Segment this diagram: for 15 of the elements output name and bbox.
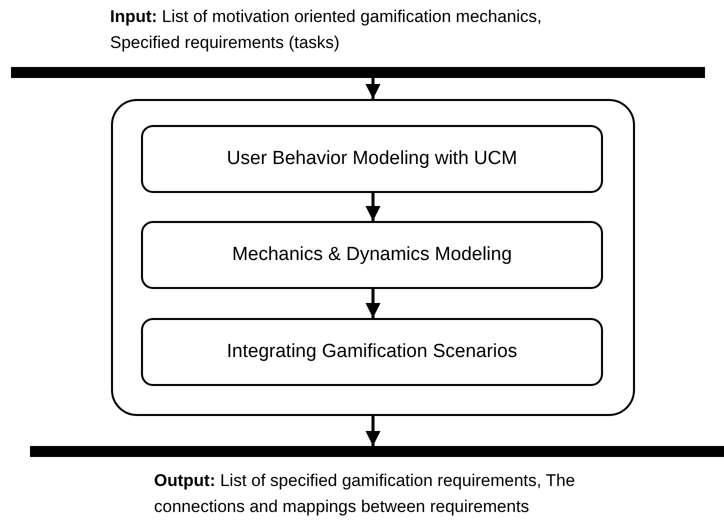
container-box [111,99,635,416]
flow-bar [30,446,724,457]
arrow [366,193,380,221]
process-box [141,221,603,289]
flow-note: Output: List of specified gamification requirements, The connections and mappings between requirements [154,470,576,518]
process-label: Mechanics & Dynamics Modeling [232,244,512,266]
process-label: User Behavior Modeling with UCM [226,148,518,170]
flow-note: Input: List of motivation oriented gamification mechanics, Specified requirements (tasks) [110,6,543,54]
arrow [366,289,380,318]
arrow [366,416,380,446]
flow-bar [11,67,705,78]
process-box [141,318,603,386]
arrow [366,78,380,99]
process-label: Integrating Gamification Scenarios [226,341,518,363]
process-box [141,125,603,193]
